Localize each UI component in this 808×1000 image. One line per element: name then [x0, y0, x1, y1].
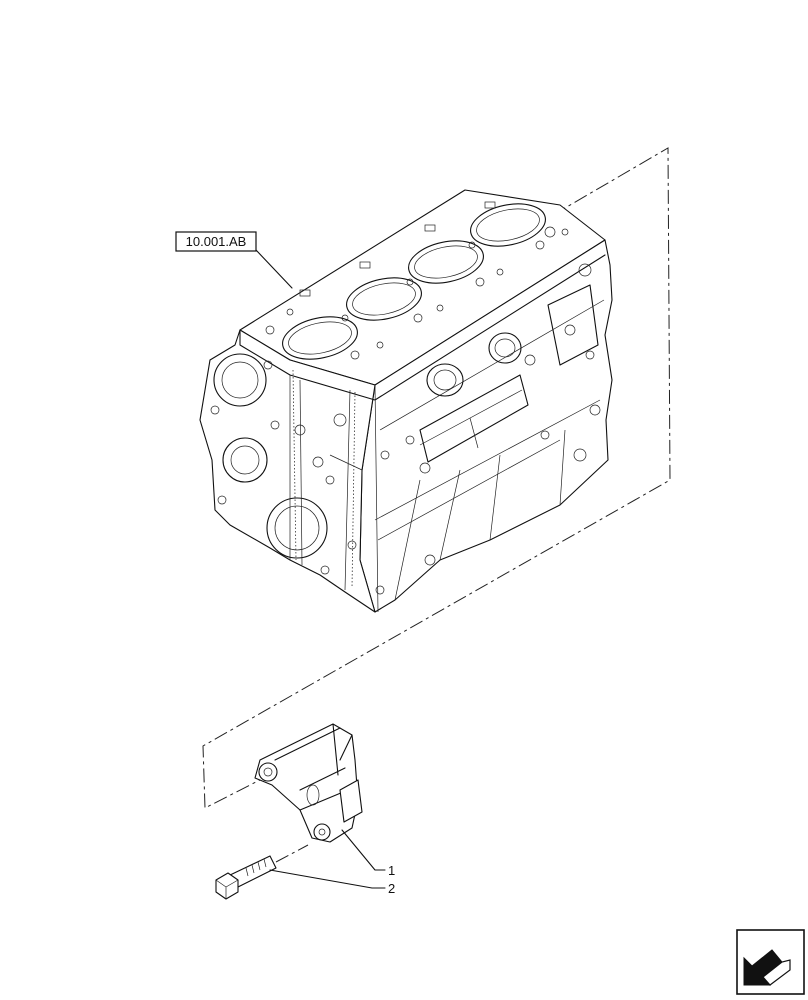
engine-block-illustration — [199, 189, 613, 613]
callout-1: 1 — [388, 863, 395, 878]
bolt-illustration — [215, 844, 309, 900]
reference-label[interactable]: 10.001.AB — [175, 231, 257, 252]
arrow-icon[interactable] — [736, 929, 805, 995]
reference-label-text: 10.001.AB — [186, 234, 247, 249]
assembly-boundary — [202, 147, 671, 809]
leader-lines — [255, 249, 386, 889]
mounting-bracket-illustration — [254, 723, 363, 843]
callout-2: 2 — [388, 881, 395, 896]
